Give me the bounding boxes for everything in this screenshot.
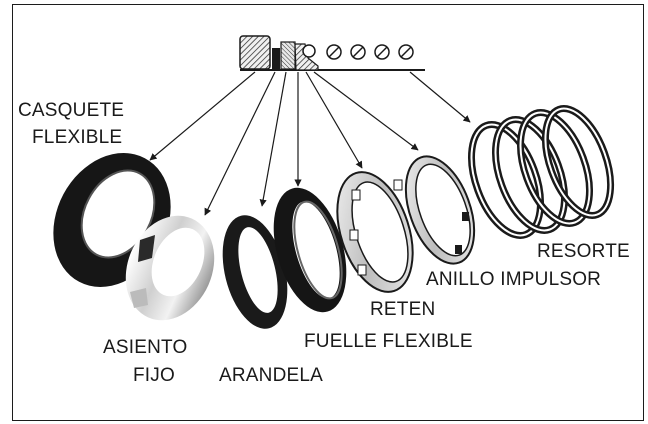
- fuelle-flexible-part: [273, 187, 347, 313]
- label-asiento-line1: ASIENTO: [103, 337, 188, 358]
- label-asiento-line2: FIJO: [133, 365, 175, 386]
- leader-casquete: [149, 71, 256, 161]
- resorte-part: [468, 105, 615, 239]
- section-asiento: [272, 48, 280, 69]
- leader-reten: [305, 71, 363, 169]
- leader-arandela: [259, 71, 287, 207]
- section-resorte: [326, 44, 414, 60]
- label-reten: RETEN: [370, 299, 436, 320]
- label-fuelle-flexible: FUELLE FLEXIBLE: [304, 331, 473, 352]
- diagram-border: [12, 4, 644, 421]
- section-casquete: [239, 35, 271, 70]
- reten-part: [336, 171, 414, 293]
- section-arandela: [280, 41, 296, 70]
- section-reten: [302, 44, 316, 58]
- label-arandela: ARANDELA: [219, 365, 324, 386]
- label-resorte: RESORTE: [537, 241, 630, 262]
- leader-anillo: [313, 71, 419, 151]
- leader-lines: [149, 71, 471, 216]
- leader-resorte: [409, 71, 471, 123]
- label-anillo-impulsor: ANILLO IMPULSOR: [426, 269, 602, 290]
- arandela-part: [222, 215, 288, 329]
- asiento-fijo-part: [125, 215, 215, 321]
- anillo-impulsor-part: [404, 155, 476, 265]
- label-casquete-line1: CASQUETE: [18, 100, 125, 121]
- label-casquete-line2: FLEXIBLE: [32, 127, 123, 148]
- cross-section-view: [239, 35, 425, 71]
- leader-asiento: [204, 71, 276, 216]
